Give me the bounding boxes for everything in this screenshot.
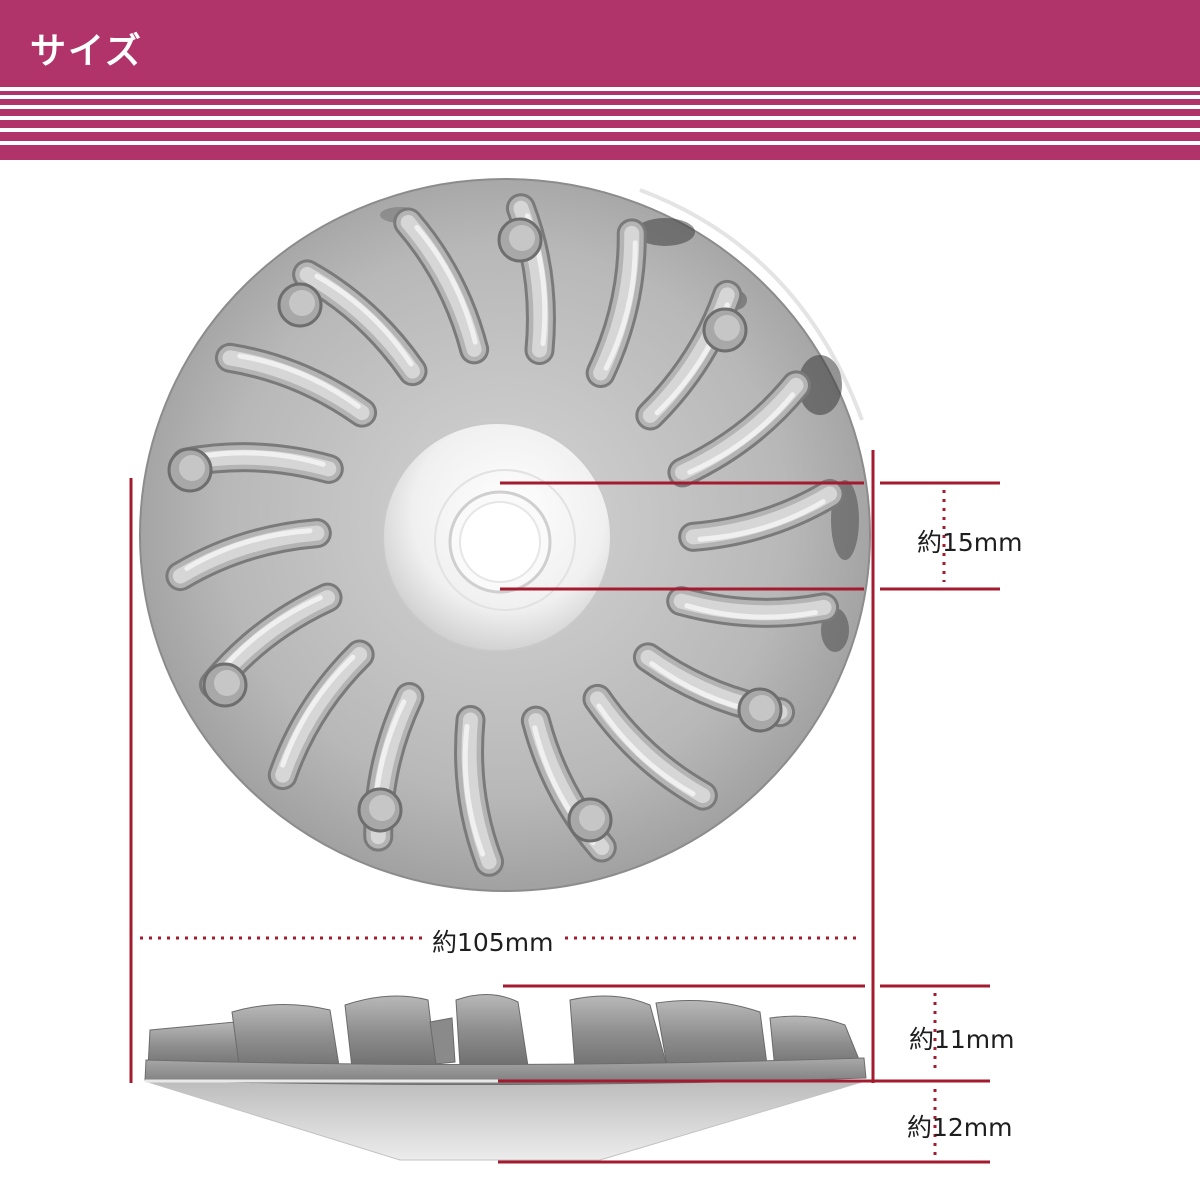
mounting-boss-face [749,695,775,721]
cooling-fin-layer [697,499,826,542]
mounting-boss-face [509,225,535,251]
cooling-fin-layer [593,225,640,381]
cooling-fin-layer [603,240,638,371]
mounting-boss-face [289,290,315,316]
cooling-fin [393,207,490,365]
stain [635,218,695,246]
cooling-fin-layer [596,703,696,797]
pulley-side-view [144,993,867,1161]
fin-height-label: 約11mm [909,1025,1015,1054]
cooling-fin-layer [172,525,325,584]
page-title: サイズ [30,31,143,72]
cooling-fin-layer [237,353,361,409]
header-band [0,0,1200,87]
side-fin [231,1003,341,1073]
cooling-fin [667,370,811,488]
pulley-top-view [139,178,871,892]
cooling-fin-layer [462,723,486,857]
pulley-cone [147,1081,863,1161]
section-header: サイズ [0,0,1200,160]
cooling-fin-layer [280,654,356,768]
side-fin [344,995,437,1069]
cooling-fin-layer [299,266,421,379]
cooling-fin-layer [685,486,838,545]
header-stripe [0,145,1200,160]
disc-rim-highlight [639,188,864,421]
cooling-fin [292,259,428,387]
cooling-fin-layer [184,528,313,571]
cooling-fin [454,704,505,877]
mounting-boss-face [369,795,395,821]
mounting-boss-face [179,455,205,481]
cooling-fin [267,639,375,791]
cooling-fin-layer [673,593,832,621]
mounting-boss-face [579,805,605,831]
mounting-boss-face [714,315,740,341]
cooling-fins [165,193,845,877]
side-fin [769,1015,861,1071]
cooling-fin [666,586,840,628]
cooling-fin-layer [674,377,804,480]
side-fins [147,993,861,1073]
cooling-fin-layer [414,224,478,345]
cooling-fin-layer [461,712,497,870]
header-stripe [0,99,1200,105]
mounting-boss-face [214,670,240,696]
cooling-fin [165,518,332,592]
side-fin [455,993,529,1067]
header-stripe [0,132,1200,141]
side-base-plate [144,1057,867,1086]
cooling-fin-layer [192,450,326,467]
cooling-fin [678,478,845,552]
hole-diameter-label: 約15mm [917,528,1023,557]
stain [798,355,842,415]
header-stripe [0,120,1200,128]
cooling-fin [214,342,378,428]
cooling-fin-layer [400,214,482,357]
mounting-bosses [167,217,783,843]
side-fin [655,999,769,1073]
side-fin [429,1017,456,1065]
cone-height-label: 約12mm [907,1113,1013,1142]
cooling-fin-layer [684,603,818,620]
cooling-fin [585,218,647,388]
header-stripe [0,91,1200,95]
cooling-fin-layer [589,691,711,804]
cooling-fin-layer [275,647,368,783]
dimension-lines [129,450,1000,1164]
cooling-fin-layer [687,392,796,475]
header-stripe [0,109,1200,116]
outer-diameter-label: 約105mm [432,928,554,957]
cooling-fin [582,683,718,811]
cooling-fin-layer [314,273,414,367]
center-hole-inner [459,501,541,583]
side-fin [569,995,669,1071]
hub-cone-ring [434,469,576,611]
cooling-fin-layer [222,350,370,421]
